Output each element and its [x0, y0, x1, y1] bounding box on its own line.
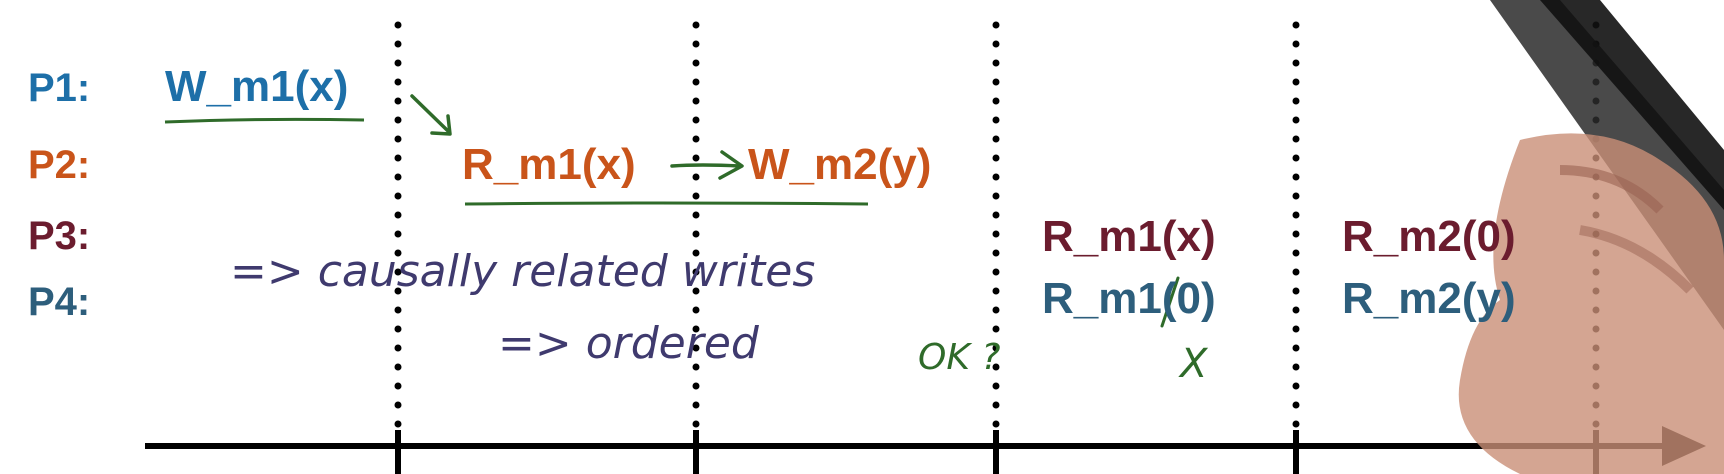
annotation-ordered: => ordered [498, 318, 759, 369]
process-label-p2: P2: [28, 143, 91, 187]
p1-write-op: W_m1(x) [165, 62, 349, 111]
causal-arrow-icon [410, 94, 450, 133]
p2-underline [464, 201, 869, 206]
annotation-causal-writes: => causally related writes [230, 246, 816, 297]
process-label-p1: P1: [28, 66, 91, 110]
strike-mark [1160, 276, 1180, 328]
p2-arrow-icon [670, 163, 742, 168]
p4-read-op-2: R_m2(y) [1342, 274, 1516, 323]
p2-write-op: W_m2(y) [748, 140, 932, 189]
p1-write-underline [164, 117, 365, 124]
process-label-p4: P4: [28, 280, 91, 324]
annotation-ok-question: OK ? [918, 337, 1001, 378]
process-label-p3: P3: [28, 214, 91, 258]
p3-read-op-2: R_m2(0) [1342, 212, 1516, 261]
p2-arrowhead-icon [718, 150, 744, 180]
hand-with-marker [1458, 0, 1724, 474]
annotation-x-mark: X [1180, 341, 1208, 387]
p4-read-op-1: R_m1(0) [1042, 274, 1216, 323]
p2-read-op: R_m1(x) [462, 140, 636, 189]
causal-arrowhead-icon [430, 114, 452, 136]
p3-read-op-1: R_m1(x) [1042, 212, 1216, 261]
